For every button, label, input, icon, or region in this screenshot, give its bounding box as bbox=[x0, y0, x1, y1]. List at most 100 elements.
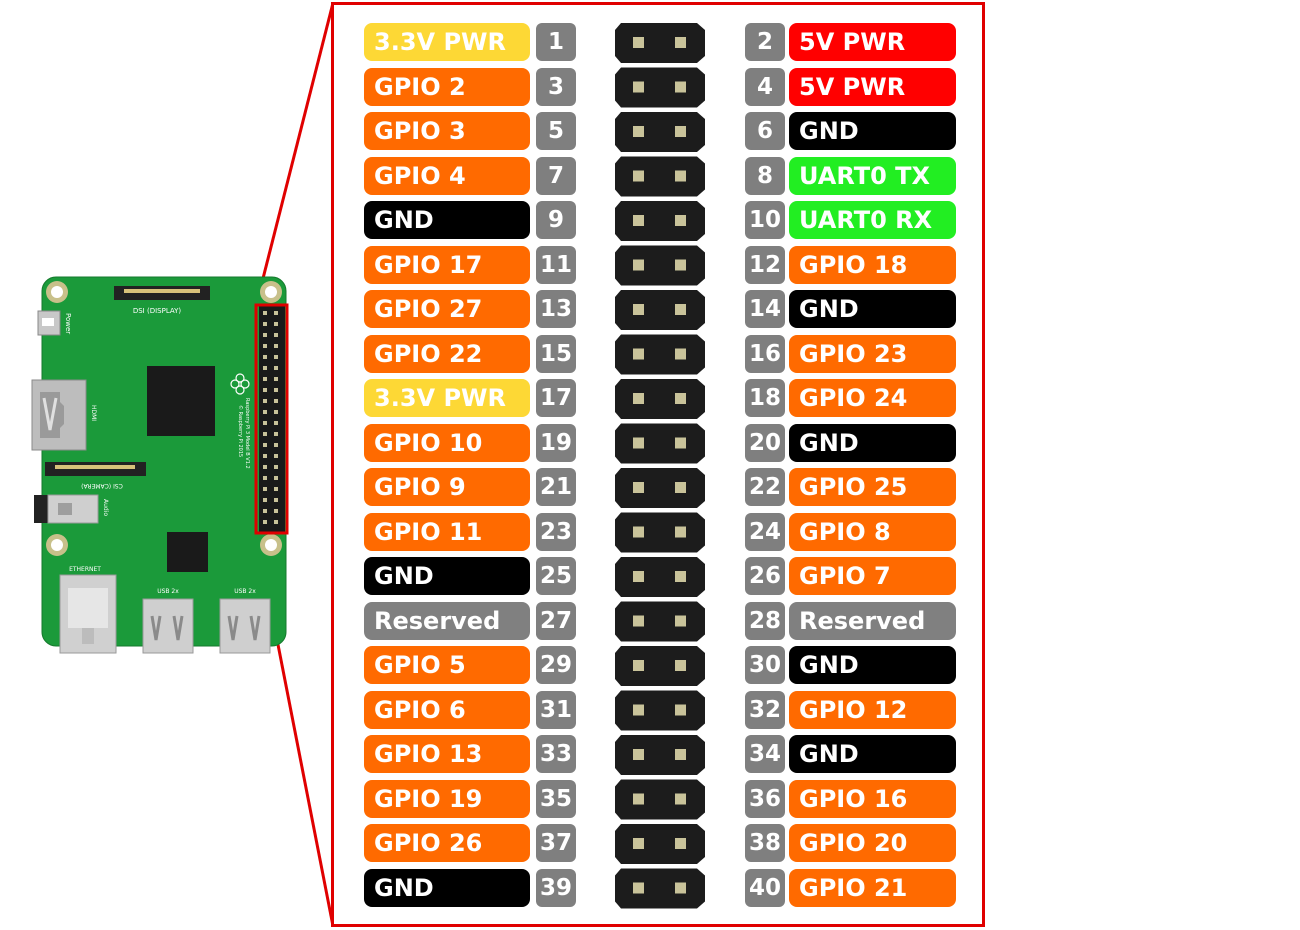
board-header-pin bbox=[274, 311, 278, 315]
board-header-pin bbox=[263, 509, 267, 513]
pin-label-24: GPIO 8 bbox=[789, 512, 956, 551]
pin-number-26: 26 bbox=[745, 557, 785, 595]
header-pin-pair bbox=[615, 245, 705, 286]
pin-label-38: GPIO 20 bbox=[789, 824, 956, 862]
header-pin bbox=[675, 571, 686, 582]
pin-number-39: 39 bbox=[536, 868, 576, 907]
header-pin bbox=[633, 259, 644, 271]
board-header-pin bbox=[263, 333, 267, 337]
board-header-pin bbox=[263, 465, 267, 469]
header-pin-pair bbox=[615, 468, 705, 508]
pin-number-18: 18 bbox=[745, 379, 785, 417]
pin-label-16: GPIO 23 bbox=[789, 334, 956, 373]
header-pin-pair bbox=[615, 201, 705, 241]
pin-label-15: GPIO 22 bbox=[364, 334, 530, 373]
pin-number-37: 37 bbox=[536, 824, 576, 862]
header-pin bbox=[633, 482, 644, 493]
audio-label: Audio bbox=[102, 499, 109, 516]
header-pin bbox=[633, 37, 644, 48]
board-header-pin bbox=[274, 399, 278, 403]
board-header-pin bbox=[274, 421, 278, 425]
board-header-pin bbox=[274, 344, 278, 348]
pin-label-13: GPIO 27 bbox=[364, 290, 530, 328]
header-pin bbox=[675, 704, 686, 716]
board-header-pin bbox=[263, 498, 267, 502]
header-pin-pair bbox=[615, 112, 705, 152]
pin-number-14: 14 bbox=[745, 290, 785, 328]
copyright-text: © Raspberry Pi 2015 bbox=[237, 405, 244, 457]
board-header-pin bbox=[263, 520, 267, 524]
pin-label-30: GND bbox=[789, 646, 956, 684]
pin-number-17: 17 bbox=[536, 379, 576, 417]
pin-label-32: GPIO 12 bbox=[789, 690, 956, 729]
header-pin-pair bbox=[615, 779, 705, 820]
header-pin bbox=[675, 749, 686, 760]
pin-number-11: 11 bbox=[536, 245, 576, 284]
header-pin-pair bbox=[615, 868, 705, 909]
board-header-pin bbox=[274, 355, 278, 359]
pin-number-32: 32 bbox=[745, 690, 785, 729]
header-pin bbox=[633, 660, 644, 671]
pin-number-38: 38 bbox=[745, 824, 785, 862]
pin-label-2: 5V PWR bbox=[789, 23, 956, 61]
header-pin bbox=[675, 838, 686, 849]
board-header-pin bbox=[263, 410, 267, 414]
board-header-pin bbox=[274, 333, 278, 337]
header-pin bbox=[633, 615, 644, 627]
header-pin bbox=[675, 482, 686, 493]
header-pin-pair bbox=[615, 156, 705, 197]
usb1-label: USB 2x bbox=[157, 588, 179, 595]
board-header-pin bbox=[274, 377, 278, 381]
pin-label-12: GPIO 18 bbox=[789, 245, 956, 284]
header-pin bbox=[633, 170, 644, 182]
header-pin-pair bbox=[615, 646, 705, 686]
board-header-pin bbox=[263, 421, 267, 425]
pin-number-40: 40 bbox=[745, 868, 785, 907]
header-pin-pair bbox=[615, 601, 705, 642]
board-header-pin bbox=[263, 454, 267, 458]
pin-label-9: GND bbox=[364, 201, 530, 239]
header-pin-pair bbox=[615, 824, 705, 864]
pin-label-37: GPIO 26 bbox=[364, 824, 530, 862]
board-header-pin bbox=[274, 476, 278, 480]
header-pin bbox=[675, 437, 686, 449]
pin-label-28: Reserved bbox=[789, 601, 956, 640]
ethernet-label: ETHERNET bbox=[69, 566, 101, 573]
pin-label-35: GPIO 19 bbox=[364, 779, 530, 818]
header-pin bbox=[633, 526, 644, 538]
pin-label-5: GPIO 3 bbox=[364, 112, 530, 150]
pin-label-22: GPIO 25 bbox=[789, 468, 956, 506]
header-pin bbox=[675, 793, 686, 805]
header-pin-pair bbox=[615, 512, 705, 553]
header-pin bbox=[675, 526, 686, 538]
pin-number-35: 35 bbox=[536, 779, 576, 818]
pin-number-34: 34 bbox=[745, 735, 785, 773]
header-pin bbox=[633, 348, 644, 360]
pin-number-36: 36 bbox=[745, 779, 785, 818]
board-header-pin bbox=[274, 498, 278, 502]
header-pin bbox=[633, 81, 644, 93]
model-text: Raspberry Pi 3 Model B V1.2 bbox=[244, 398, 250, 469]
header-pin bbox=[675, 348, 686, 360]
board-header-pin bbox=[263, 344, 267, 348]
zoomed-header-svg bbox=[615, 23, 705, 909]
board-header-pin bbox=[263, 377, 267, 381]
board-header-pin bbox=[263, 388, 267, 392]
header-pin bbox=[675, 393, 686, 404]
board-header-pin bbox=[274, 388, 278, 392]
pin-number-24: 24 bbox=[745, 512, 785, 551]
header-pin-pair bbox=[615, 67, 705, 108]
board-header-pin bbox=[274, 410, 278, 414]
pin-number-31: 31 bbox=[536, 690, 576, 729]
board-header-pin bbox=[274, 432, 278, 436]
dsi-label: DSI (DISPLAY) bbox=[133, 307, 182, 315]
board-header-pin bbox=[263, 476, 267, 480]
board-header-pin bbox=[263, 432, 267, 436]
audio-jack bbox=[34, 495, 48, 523]
pin-label-14: GND bbox=[789, 290, 956, 328]
board-header-pin bbox=[263, 487, 267, 491]
header-pin bbox=[675, 304, 686, 315]
pin-number-3: 3 bbox=[536, 67, 576, 106]
